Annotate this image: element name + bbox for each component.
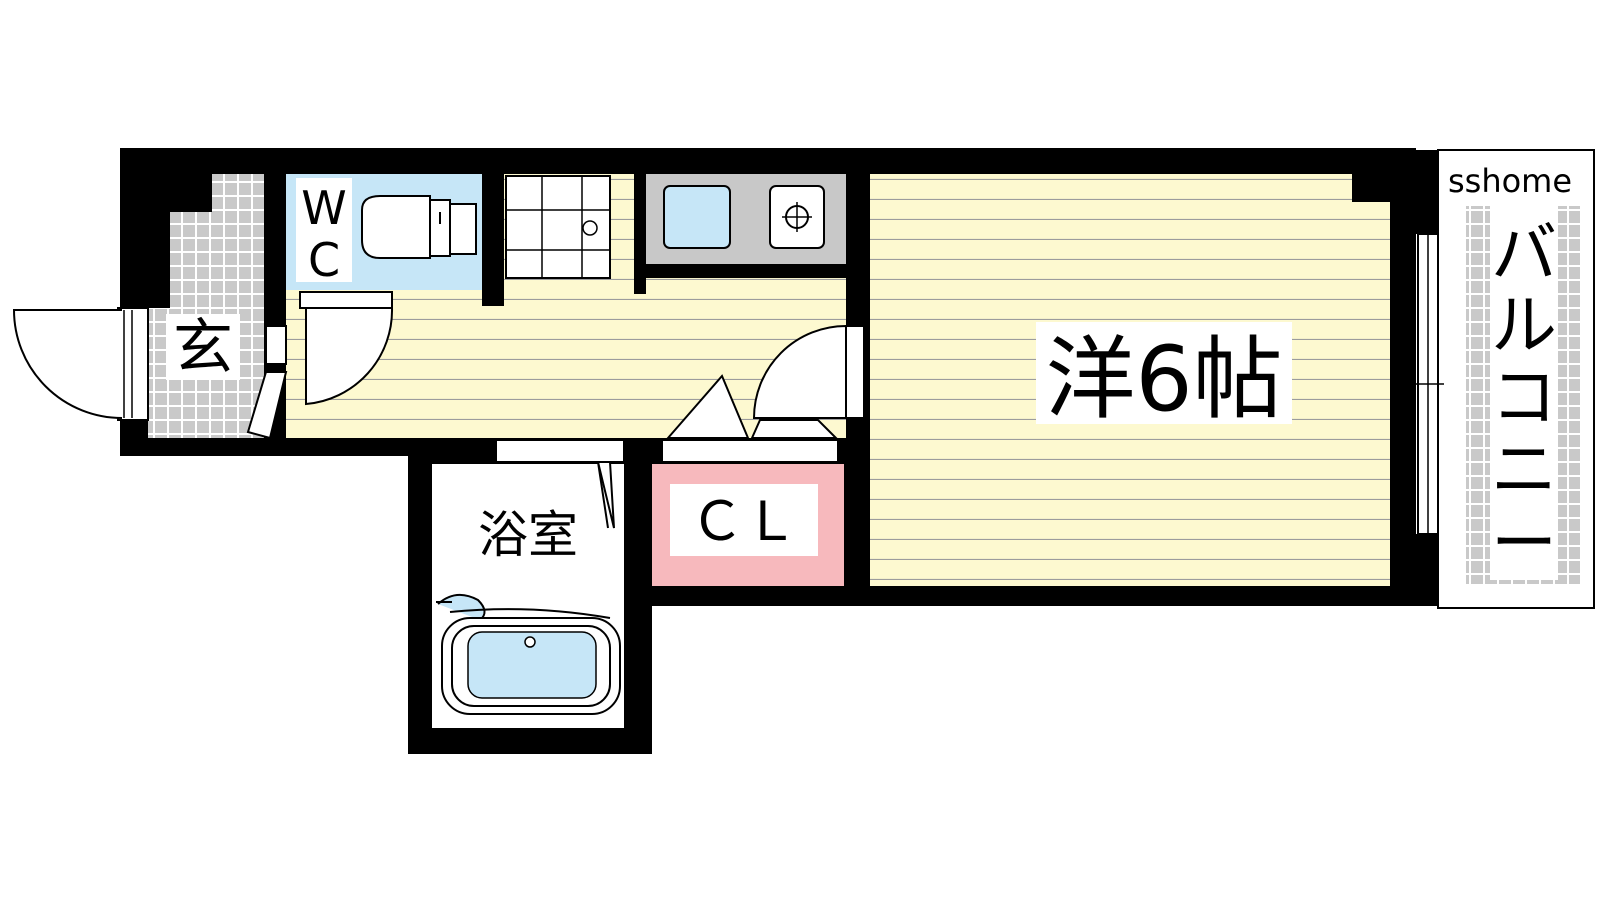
wc-door	[299, 291, 394, 406]
watermark-label: sshome	[1448, 162, 1572, 200]
balcony-char-3: コ	[1491, 359, 1557, 436]
room-door	[752, 324, 865, 419]
sink-icon	[663, 185, 731, 249]
balcony-char-4: ニ	[1491, 431, 1557, 508]
kitchen	[663, 185, 825, 249]
closet-doors	[665, 374, 839, 439]
western-room-label: 洋6帖	[1036, 322, 1292, 432]
western-room-label-text: 洋6帖	[1045, 327, 1282, 432]
toilet	[361, 195, 477, 259]
wc-label: W C	[296, 178, 352, 287]
entrance-label: 玄	[166, 313, 240, 383]
balcony-label: バ ル コ ニ ー	[1490, 206, 1558, 582]
closet-label: ＣＬ	[670, 484, 818, 556]
closet-label-text: ＣＬ	[690, 490, 798, 553]
entrance-inner-door	[246, 325, 288, 440]
entrance-label-text: 玄	[173, 313, 233, 383]
balcony-char-2: ル	[1491, 287, 1557, 364]
wc-label-line2: C	[308, 233, 340, 287]
bathtub	[436, 593, 621, 715]
bath-door	[596, 461, 615, 529]
bath-label: 浴室	[470, 500, 586, 564]
wc-label-line1: W	[301, 181, 346, 235]
washbasin	[505, 175, 611, 279]
balcony-char-5: ー	[1491, 505, 1557, 582]
balcony-char-1: バ	[1491, 215, 1557, 292]
entrance-door	[12, 307, 149, 421]
bath-label-text: 浴室	[478, 506, 578, 564]
